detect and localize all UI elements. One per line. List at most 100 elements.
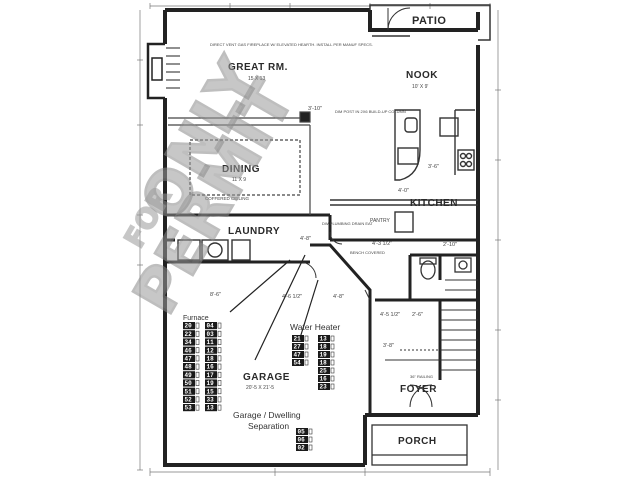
checkbox-cell (330, 359, 335, 366)
checkbox-cell (217, 371, 222, 378)
table-cell (183, 322, 195, 330)
porch-outline (371, 424, 468, 466)
separation-label-line: Garage / Dwelling (233, 410, 301, 420)
table-cell (183, 363, 195, 371)
fireplace-note: DIRECT VENT GAS FIREPLACE W/ ELEVATED HE… (210, 42, 373, 47)
checkbox-cell (217, 388, 222, 395)
dim-label: 2'-6" (412, 312, 423, 318)
room-label-dining: DINING (222, 164, 260, 175)
table-cell-value: 18 (320, 344, 328, 351)
table-cell (318, 343, 330, 350)
table-cell-value: 15 (207, 388, 215, 395)
laundry-fixtures (177, 239, 251, 261)
dimension-strings (137, 3, 501, 476)
dim-label: 3'-10" (308, 106, 322, 112)
table-cell (183, 404, 195, 412)
checkbox-cell (308, 444, 313, 451)
table-cell (183, 379, 195, 387)
separation-label-line: Separation (248, 421, 289, 431)
great-rm-dims: 15 X 13 (248, 76, 265, 82)
table-cell (183, 395, 195, 403)
kitchen-fixtures (330, 109, 478, 233)
room-label-kitchen: KITCHEN (410, 198, 458, 209)
table-cell (205, 346, 217, 354)
checkbox-cell (217, 380, 222, 386)
table-cell-value: 17 (207, 372, 215, 379)
doors (299, 7, 433, 408)
checkbox-cell (217, 355, 222, 362)
checkbox-cell (308, 428, 313, 435)
table-cell (205, 371, 217, 379)
checkbox-cell (195, 330, 200, 337)
table-cell-value: 16 (207, 364, 215, 371)
checkbox-cell (195, 404, 200, 411)
plumbing-note: DW PLUMBING DRAIN EAT (322, 221, 373, 226)
checkbox-cell (217, 347, 222, 354)
table-cell-value: 13 (207, 405, 215, 412)
table-cell (183, 354, 195, 362)
table-cell (296, 428, 308, 435)
table-cell-value: 22 (185, 331, 193, 338)
table-cell-value: 06 (298, 437, 306, 444)
dim-label: 4'-6 1/2" (282, 294, 302, 300)
table-cell (318, 359, 330, 366)
table-cell (205, 387, 217, 395)
dim-label: 3'-6" (428, 164, 439, 170)
checkbox-cell (195, 347, 200, 354)
table-cell-value: 47 (185, 356, 193, 363)
table-cell-value: 02 (298, 445, 306, 452)
checkbox-cell (217, 330, 222, 337)
dim-label: 2'-10" (443, 242, 457, 248)
table-cell-value: 16 (320, 376, 328, 383)
checkbox-cell (217, 363, 222, 370)
dining-dims: 11 X 9 (232, 177, 246, 183)
table-cell-value: 27 (294, 344, 302, 351)
table-cell-value: 19 (320, 352, 328, 359)
table-cell (292, 335, 304, 342)
table-cell-value: 54 (294, 360, 302, 367)
table-cell-value: 13 (320, 336, 328, 343)
dim-label: 4'-8" (333, 294, 344, 300)
room-label-garage: GARAGE (243, 372, 290, 383)
dim-label: 3'-8" (383, 343, 394, 349)
table-cell (318, 375, 330, 382)
checkbox-cell (304, 351, 309, 358)
table-cell (318, 351, 330, 358)
table-cell (318, 335, 330, 342)
checkbox-cell (217, 322, 222, 329)
coffered-note: COFFERED CEILING (205, 196, 250, 201)
table-cell-value: 18 (207, 356, 215, 363)
table-cell-value: 20 (185, 323, 193, 330)
room-label-laundry: LAUNDRY (228, 226, 280, 237)
powder-fixtures (419, 257, 472, 280)
table-cell-value: 23 (320, 384, 328, 391)
patio-outline (369, 4, 491, 41)
exterior-walls (163, 8, 480, 467)
table-cell (205, 395, 217, 403)
dim-label: 8'-6" (210, 292, 221, 298)
stair (385, 279, 478, 371)
checkbox-cell (195, 380, 200, 386)
table-cell-value: 53 (185, 405, 193, 412)
checkbox-cell (195, 396, 200, 403)
table-cell (205, 338, 217, 346)
dim-label: 4'-5 1/2" (380, 312, 400, 318)
checkbox-cell (195, 355, 200, 362)
table-cell-value: 47 (294, 352, 302, 359)
water-heater-label: Water Heater (290, 322, 340, 332)
table-cell (183, 330, 195, 338)
room-label-foyer: FOYER (400, 384, 437, 395)
checkbox-cell (195, 339, 200, 345)
table-cell (205, 363, 217, 371)
checkbox-cell (330, 335, 335, 342)
room-label-nook: NOOK (406, 70, 438, 81)
table-cell-value: 52 (185, 397, 193, 404)
table-cell (205, 354, 217, 362)
table-cell (292, 359, 304, 366)
table-cell (183, 338, 195, 346)
checkbox-cell (195, 388, 200, 395)
checkbox-cell (330, 367, 335, 374)
checkbox-cell (330, 351, 335, 358)
